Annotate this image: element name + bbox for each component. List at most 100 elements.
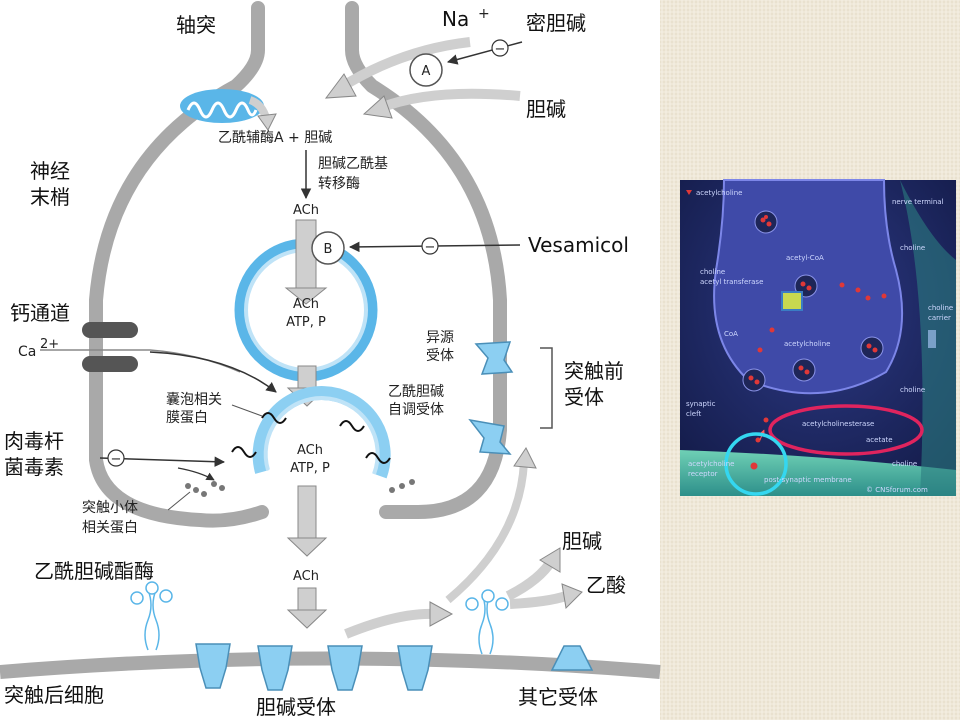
na-inflow-arrow xyxy=(337,37,471,93)
vesicle-content-line1: ACh xyxy=(293,297,319,312)
to-choline-arrow xyxy=(505,557,557,601)
presynaptic-bracket xyxy=(540,347,553,429)
docked-vesicle xyxy=(252,386,391,479)
acetyl-coa-choline-label: 乙酰辅酶A + 胆碱 xyxy=(218,130,332,146)
botulinum-label-line2: 菌毒素 xyxy=(4,455,64,479)
inset-carrier-label-line1: choline xyxy=(928,304,953,312)
nerve-terminal-label-line2: 末梢 xyxy=(30,185,70,209)
inhibit-symbol-b xyxy=(421,237,439,255)
release-arrow xyxy=(297,485,317,541)
snap-proteins xyxy=(185,479,415,497)
inset-postsynaptic-membrane xyxy=(680,450,956,496)
inset-choline-label-1: choline xyxy=(900,244,925,252)
ca-charge-label: 2+ xyxy=(40,337,59,352)
inset-ach-dots xyxy=(748,215,887,470)
transporter-b xyxy=(311,231,345,265)
inset-choline-label-3: choline xyxy=(892,460,917,468)
botulinum-label-line1: 肉毒杆 xyxy=(4,429,64,453)
inset-cleft-label-line1: synaptic xyxy=(686,400,716,408)
hetero-receptor-label-line2: 受体 xyxy=(426,348,454,364)
vamp-proteins xyxy=(231,412,391,464)
snap-label-line1: 突触小体 xyxy=(82,500,138,516)
other-receptor-label: 其它受体 xyxy=(518,685,598,709)
enzyme-label-line1: 胆碱乙酰基 xyxy=(318,155,388,172)
inset-ache-label: acetylcholinesterase xyxy=(802,420,874,428)
docked-content-line1: ACh xyxy=(297,443,323,458)
enzyme-label-line2: 转移酶 xyxy=(318,176,360,192)
calcium-influx-arrow xyxy=(149,351,277,393)
transporter-b-label: B xyxy=(324,242,333,257)
hemicholinium-inhibit-arrow xyxy=(446,41,523,65)
ache-molecule-right xyxy=(465,589,509,655)
vesamicol-label: Vesamicol xyxy=(528,233,629,257)
inset-legend-label: acetylcholine xyxy=(696,189,742,197)
calcium-channel xyxy=(40,322,241,373)
inhibit-symbol-c xyxy=(107,449,125,467)
inset-choline-carrier xyxy=(928,330,936,348)
choline-bottom-label: 胆碱 xyxy=(562,529,602,553)
cholinergic-receptors xyxy=(195,643,433,691)
inhibit-symbol-c-label: − xyxy=(111,452,122,467)
ache-label: 乙酰胆碱酯酶 xyxy=(34,559,154,583)
nerve-terminal-label-line1: 神经 xyxy=(30,159,70,183)
inset-postsynaptic-label: post-synaptic membrane xyxy=(764,476,852,484)
diffusion-arrow xyxy=(297,587,317,613)
na-ion-label: Na xyxy=(442,7,469,31)
docked-content-line2: ATP, P xyxy=(290,461,330,476)
inset-receptor-highlight-circle xyxy=(724,432,788,496)
inset-chat-label-line1: choline xyxy=(700,268,725,276)
presynaptic-receptor-label-line1: 突触前 xyxy=(564,359,624,383)
inhibit-symbol-a-label: − xyxy=(495,42,506,57)
inset-chat-label-line2: acetyl transferase xyxy=(700,278,763,286)
vamp-label-line1: 囊泡相关 xyxy=(166,391,222,408)
inset-synapse-image: acetylcholine nerve terminal acetyl-CoA … xyxy=(680,179,956,496)
transporter-a-group: A − xyxy=(324,37,523,119)
hetero-receptor-label-line1: 异源 xyxy=(426,330,454,346)
inset-receptor-label-line2: receptor xyxy=(688,470,718,478)
autoreceptor-feedback-arrow xyxy=(445,461,528,604)
snap-leader xyxy=(167,491,191,511)
inset-carrier-label-line2: carrier xyxy=(928,314,951,322)
na-charge-label: + xyxy=(478,6,490,22)
vamp-leader xyxy=(231,404,263,417)
other-receptor xyxy=(550,645,594,671)
ach-released-label: ACh xyxy=(293,569,319,584)
axon-label: 轴突 xyxy=(176,13,216,37)
hetero-receptor xyxy=(474,341,514,375)
inset-nerve-terminal-label: nerve terminal xyxy=(892,198,944,206)
mitochondrion xyxy=(180,89,264,123)
vamp-label-line2: 膜蛋白 xyxy=(166,410,208,426)
inset-acetyl-coa-label: acetyl-CoA xyxy=(786,254,824,262)
inset-choline-label-2: choline xyxy=(900,386,925,394)
calcium-channel-label: 钙通道 xyxy=(10,301,70,325)
hemicholinium-label: 密胆碱 xyxy=(526,11,586,35)
presynaptic-receptor-label-line2: 受体 xyxy=(564,385,604,409)
vesicle-transport-arrow xyxy=(297,365,317,391)
acetate-label: 乙酸 xyxy=(586,573,626,597)
main-diagram: A − B − xyxy=(0,1,661,719)
auto-receptor xyxy=(468,418,512,455)
nerve-terminal-membrane xyxy=(89,1,269,528)
auto-receptor-label-line2: 自调受体 xyxy=(388,402,444,418)
to-ache-arrow xyxy=(344,608,437,639)
inset-credit-label: © CNSforum.com xyxy=(866,486,928,494)
inhibit-symbol-a xyxy=(491,39,509,57)
choline-inflow-arrow xyxy=(378,88,521,113)
auto-receptor-label-line1: 乙酰胆碱 xyxy=(388,384,444,400)
ach-label-top: ACh xyxy=(293,203,319,218)
transporter-a xyxy=(409,53,443,87)
inhibit-symbol-b-label: − xyxy=(425,240,436,255)
inset-acetylcholine-label: acetylcholine xyxy=(784,340,830,348)
ache-molecule-left xyxy=(130,581,173,651)
inset-enzyme-square xyxy=(781,291,803,311)
inset-ache-highlight-ellipse xyxy=(768,404,924,456)
botulinum-snap-arrow xyxy=(177,467,215,481)
choline-top-label: 胆碱 xyxy=(526,97,566,121)
cholinergic-receptor-label: 胆碱受体 xyxy=(256,695,336,719)
inset-coa-label: CoA xyxy=(724,330,738,338)
inset-acetate-label: acetate xyxy=(866,436,893,444)
transporter-a-label: A xyxy=(422,64,431,79)
inset-cleft-label-line2: cleft xyxy=(686,410,701,418)
inset-receptor-label-line1: acetylcholine xyxy=(688,460,734,468)
